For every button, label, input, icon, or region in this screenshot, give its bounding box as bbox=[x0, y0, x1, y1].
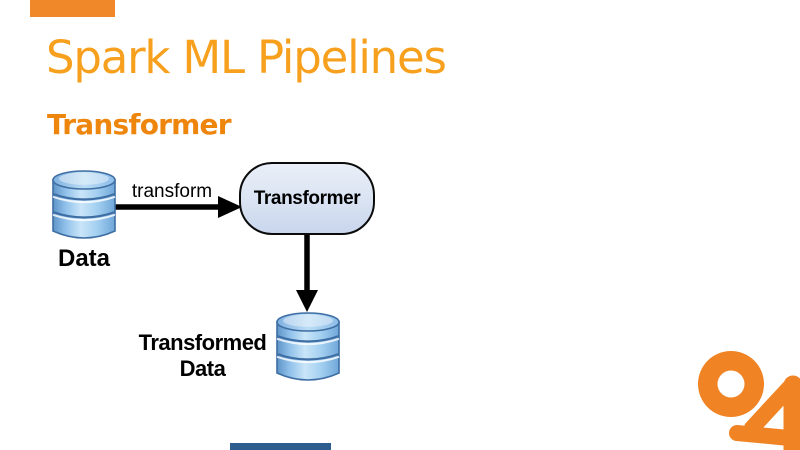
node-label-transformed-data: Transformed Data bbox=[138, 330, 267, 381]
bottom-accent-bar bbox=[230, 443, 331, 450]
transformer-node: Transformer bbox=[239, 162, 375, 235]
node-label-transformer: Transformer bbox=[253, 187, 361, 209]
o4-logo[interactable] bbox=[688, 338, 800, 450]
o4-logo-shapes bbox=[698, 351, 800, 450]
slide-title: Spark ML Pipelines bbox=[46, 31, 447, 84]
database-icon-data bbox=[52, 170, 116, 239]
database-icon-transformed-data bbox=[276, 312, 340, 381]
top-accent-bar bbox=[30, 0, 115, 17]
node-label-data: Data bbox=[57, 245, 111, 272]
down-arrow bbox=[296, 235, 318, 312]
slide-subtitle: Transformer bbox=[47, 108, 232, 141]
edge-label-transform: transform bbox=[131, 181, 213, 202]
